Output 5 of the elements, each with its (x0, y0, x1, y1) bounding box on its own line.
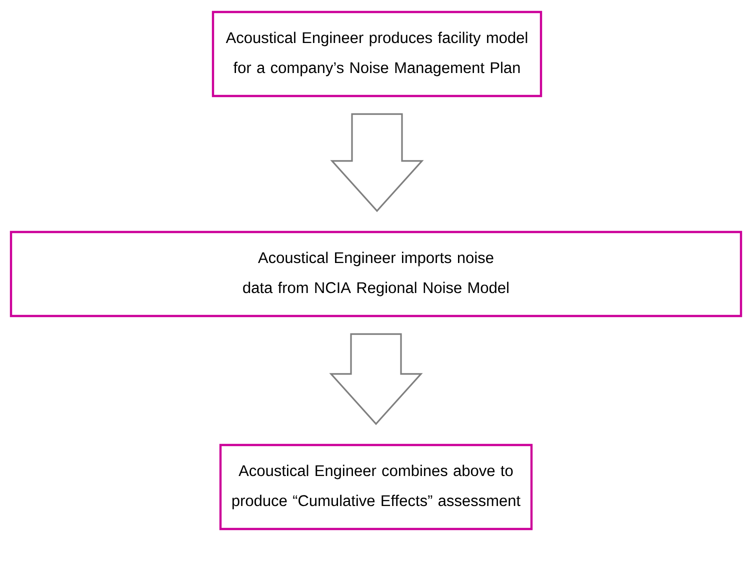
process-box: Acoustical Engineer imports noise data from NCIA Regional Noise Model (10, 230, 742, 318)
process-box: Acoustical Engineer produces facility model for a company’s Noise Management Plan (212, 10, 542, 98)
block-arrow (330, 113, 424, 212)
block-arrow (329, 333, 423, 426)
process-box: Acoustical Engineer combines above to produce “Cumulative Effects” assessment (219, 444, 533, 530)
